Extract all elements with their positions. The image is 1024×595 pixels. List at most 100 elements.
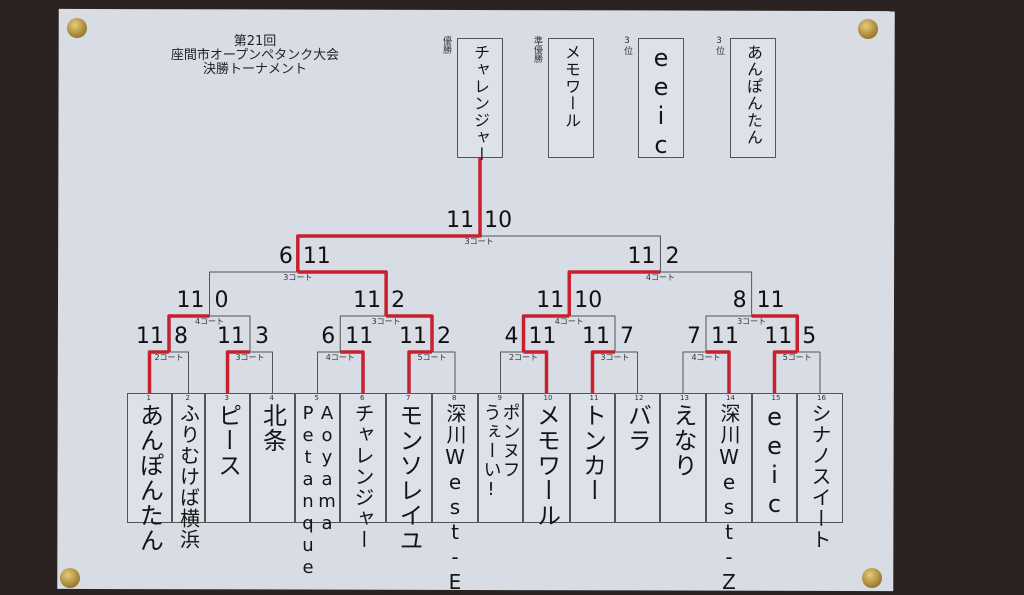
pushpin-icon	[858, 19, 878, 39]
team-slot	[295, 393, 340, 523]
team-name: えなり	[669, 403, 697, 478]
score-left: 6	[278, 244, 293, 269]
score-left: 11	[446, 208, 475, 233]
team-seed-number: 16	[817, 394, 826, 402]
team-name: ピース	[213, 403, 242, 478]
court-label: 3コート	[283, 273, 313, 282]
result-team-name: eeic	[647, 44, 675, 160]
score-right: 8	[174, 324, 188, 349]
score-right: 3	[255, 324, 269, 349]
title-subtitle: 決勝トーナメント	[202, 62, 307, 77]
team-seed-number: 9	[497, 394, 502, 402]
team-name: ポンヌフ うぇーい!	[480, 403, 521, 501]
team-name: 北条	[258, 403, 287, 453]
winner-path	[751, 314, 799, 352]
team-slot	[523, 393, 570, 523]
score-right: 11	[345, 324, 374, 349]
winner-path	[523, 350, 549, 393]
pushpin-icon	[67, 18, 87, 38]
team-seed-number: 5	[314, 394, 319, 402]
court-label: 3コート	[464, 237, 494, 246]
winner-path	[521, 314, 570, 352]
team-seed-number: 11	[589, 394, 599, 402]
court-label: 3コート	[737, 317, 767, 326]
team-seed-number: 1	[146, 394, 151, 402]
score-right: 10	[574, 288, 603, 313]
team-slot	[250, 393, 295, 523]
tournament-title: 第21回 座間市オープンペタンク大会 決勝トーナメント	[140, 35, 370, 77]
winner-path	[567, 270, 661, 316]
winner-path	[407, 350, 432, 393]
team-seed-number: 13	[680, 394, 689, 402]
team-slot	[340, 393, 386, 523]
winner-path	[706, 350, 731, 393]
score-left: 11	[353, 288, 382, 313]
team-seed-number: 4	[269, 394, 274, 402]
court-label: 5コート	[417, 353, 447, 362]
result-team-name: チャレンジャー	[471, 44, 490, 163]
team-seed-number: 8	[452, 394, 457, 402]
team-seed-number: 3	[224, 394, 229, 402]
team-slot	[478, 393, 523, 523]
score-right: 5	[802, 324, 817, 349]
team-slot	[432, 393, 478, 523]
score-left: 11	[399, 324, 427, 349]
score-left: 11	[764, 324, 793, 349]
team-name: トンカー	[578, 403, 607, 503]
score-right: 2	[665, 244, 680, 269]
court-label: 2コート	[154, 353, 184, 362]
winner-path	[225, 350, 250, 393]
score-right: 2	[437, 324, 451, 349]
team-name: 深川West-E	[443, 403, 467, 595]
team-name: eeic	[760, 403, 789, 519]
winner-path	[340, 350, 365, 393]
court-label: 4コート	[554, 317, 584, 326]
score-left: 11	[217, 324, 245, 349]
team-slot	[570, 393, 615, 523]
team-name: Aoyama Petanque	[297, 403, 338, 579]
result-team-name: メモワール	[562, 44, 581, 129]
team-slot	[205, 393, 250, 523]
court-label: 4コート	[691, 353, 721, 362]
team-slot	[386, 393, 432, 523]
score-right: 7	[620, 324, 634, 349]
score-left: 11	[176, 288, 205, 313]
title-edition: 第21回	[233, 34, 277, 49]
court-label: 3コート	[235, 353, 265, 362]
court-label: 3コート	[371, 317, 401, 326]
court-label: 2コート	[508, 353, 539, 362]
winner-path	[590, 350, 615, 393]
court-label: 5コート	[782, 353, 812, 362]
team-seed-number: 10	[543, 394, 553, 402]
team-slot	[660, 393, 706, 523]
result-box-4	[730, 38, 776, 158]
result-box-3	[638, 38, 684, 158]
winner-path	[167, 314, 210, 352]
team-name: チャレンジャー	[351, 403, 375, 550]
score-left: 6	[321, 324, 336, 349]
court-label: 4コート	[645, 273, 675, 282]
score-right: 11	[756, 288, 785, 313]
score-right: 11	[302, 244, 331, 269]
result-place-label: 準優勝	[532, 36, 542, 63]
team-seed-number: 7	[406, 394, 411, 402]
team-seed-number: 12	[634, 394, 644, 402]
score-right: 11	[528, 324, 557, 349]
team-slot	[797, 393, 843, 523]
team-slot	[172, 393, 205, 523]
winner-path	[296, 234, 480, 272]
score-right: 10	[484, 208, 513, 233]
score-left: 4	[504, 324, 519, 349]
score-left: 11	[536, 288, 565, 313]
winner-path	[478, 157, 482, 238]
score-left: 7	[687, 324, 701, 349]
team-seed-number: 14	[726, 394, 735, 402]
team-seed-number: 2	[185, 394, 190, 402]
team-name: 深川West-Z	[717, 403, 741, 595]
court-label: 4コート	[194, 317, 225, 326]
result-place-label: 優勝	[441, 36, 451, 54]
team-name: バラ	[623, 403, 652, 453]
winner-path	[386, 314, 434, 352]
team-name: モンソレイユ	[395, 403, 423, 553]
team-slot	[752, 393, 797, 523]
